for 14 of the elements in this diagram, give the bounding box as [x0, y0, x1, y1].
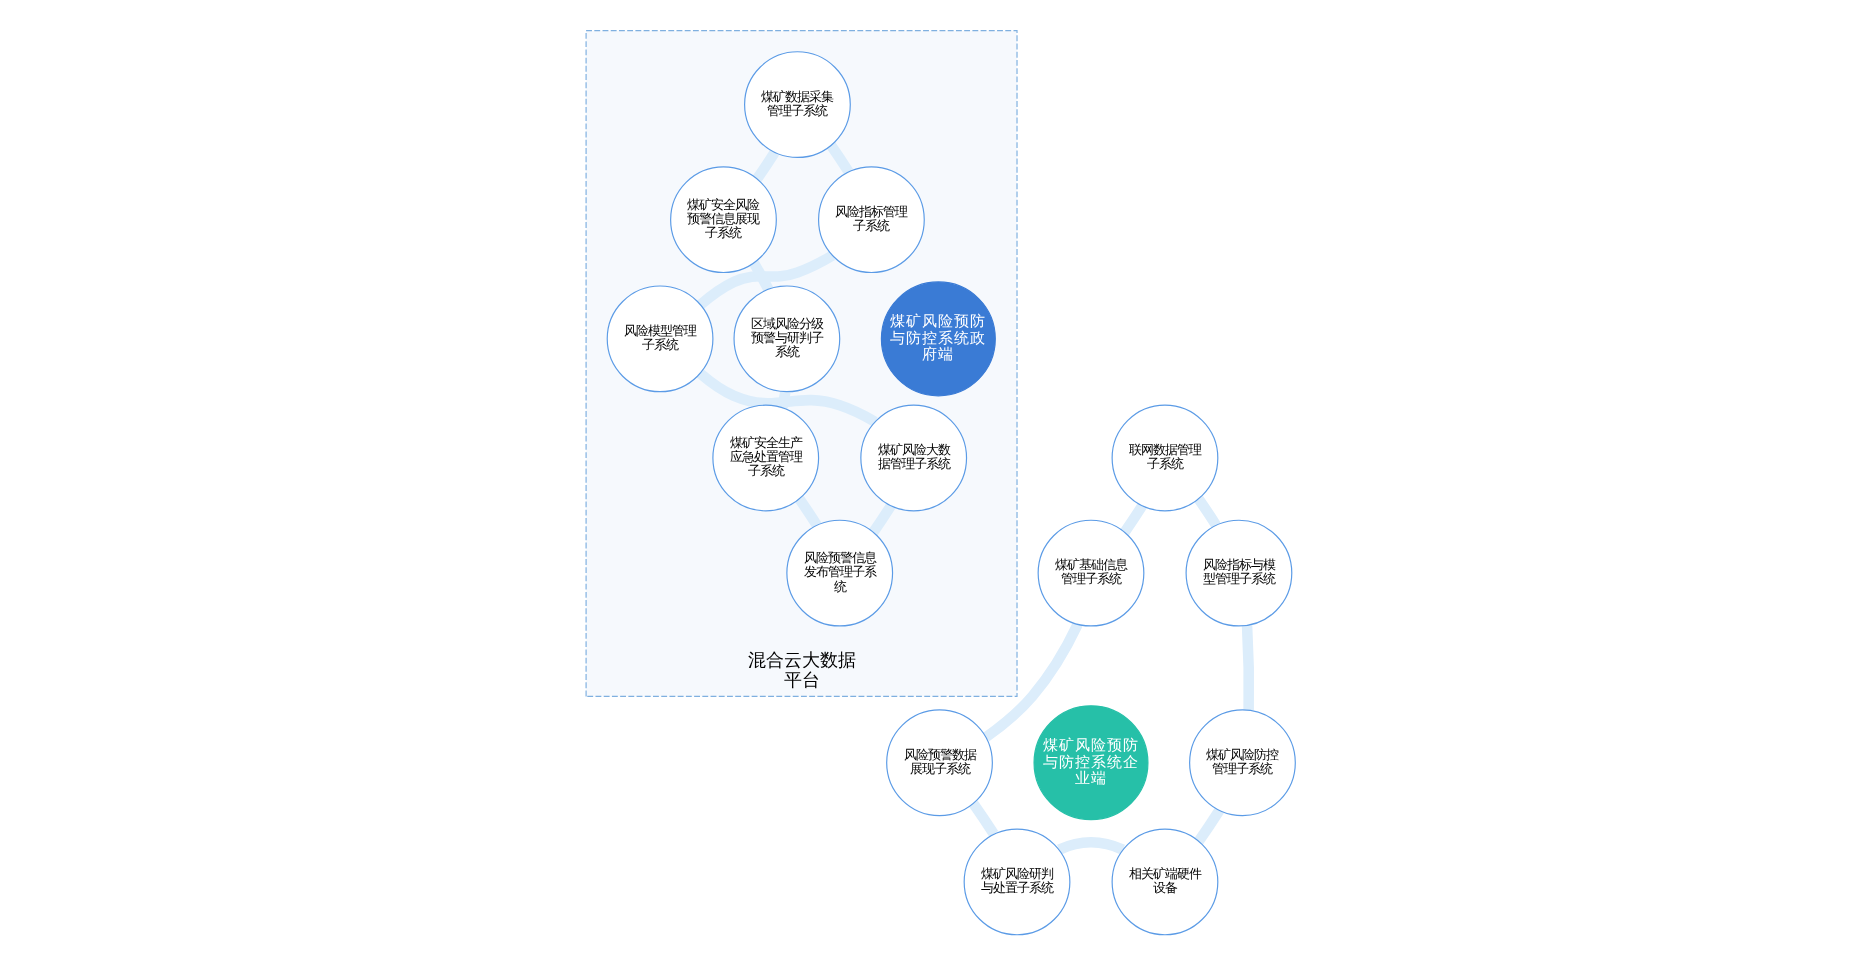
connector	[868, 503, 895, 536]
connector	[695, 369, 877, 427]
connector	[1193, 495, 1220, 529]
connector	[1119, 503, 1146, 536]
connector	[776, 391, 790, 409]
connector	[751, 149, 778, 182]
connector	[1056, 837, 1124, 855]
connector	[825, 142, 853, 175]
connector	[1240, 625, 1254, 711]
connector	[967, 800, 998, 837]
connector	[1193, 807, 1223, 845]
connector	[794, 495, 821, 529]
connector	[748, 260, 773, 292]
connector	[696, 250, 835, 309]
